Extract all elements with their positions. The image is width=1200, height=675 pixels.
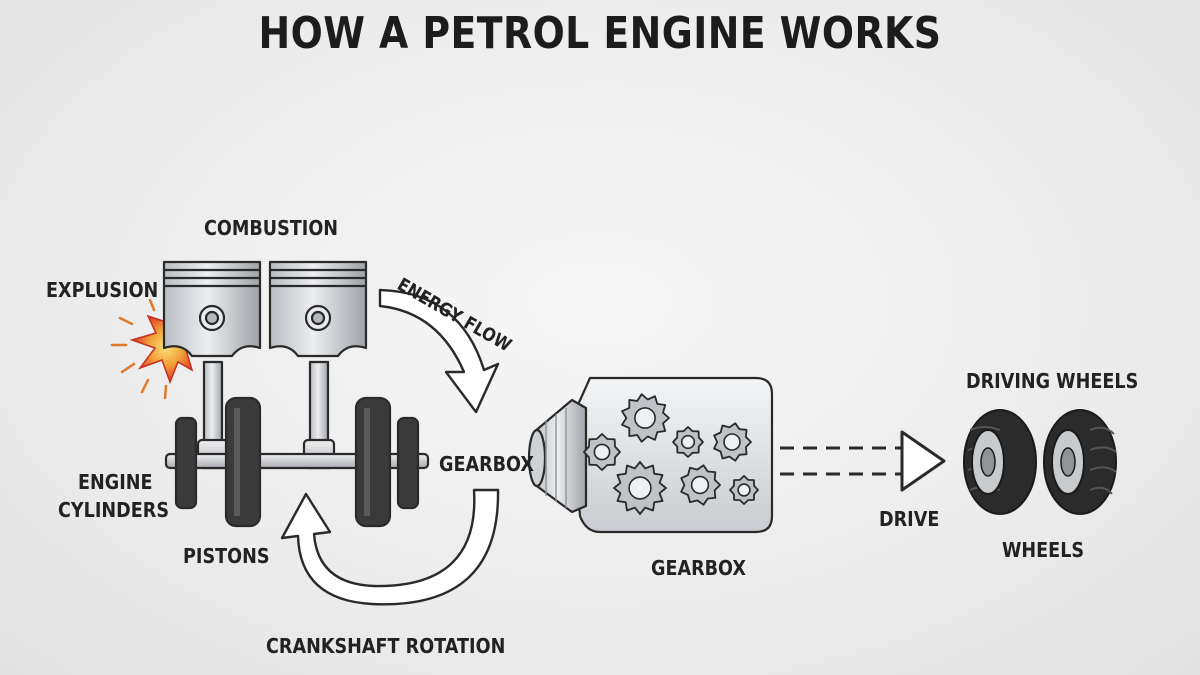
gear-hub [723, 433, 741, 451]
label-drive: DRIVE [879, 507, 940, 531]
label-crankshaft-rotation: CRANKSHAFT ROTATION [266, 634, 506, 658]
label-combustion: COMBUSTION [204, 216, 339, 240]
label-wheels: WHEELS [1002, 538, 1085, 562]
driving-wheel-left [963, 409, 1037, 515]
gear-hub [593, 443, 611, 461]
label-engine-cylinders-line1: ENGINE [78, 470, 153, 494]
crankshaft [164, 396, 430, 528]
label-explosion: EXPLUSION [46, 278, 159, 302]
gear-hub [634, 407, 656, 429]
driving-wheel-right [1043, 409, 1117, 515]
label-gearbox-input: GEARBOX [439, 452, 534, 476]
crankshaft-rotation-arrow [280, 488, 500, 606]
drive-arrow [780, 430, 946, 492]
label-pistons: PISTONS [183, 544, 270, 568]
label-gearbox: GEARBOX [651, 556, 746, 580]
piston-right [268, 260, 368, 470]
energy-flow-arrow [378, 288, 500, 414]
gear-hub [628, 476, 652, 500]
gear-hub [737, 483, 751, 497]
piston-left [162, 260, 262, 470]
label-engine-cylinders-line2: CYLINDERS [58, 498, 170, 522]
gear-hub [690, 475, 710, 495]
label-driving-wheels: DRIVING WHEELS [966, 369, 1139, 393]
gear-hub [680, 434, 696, 450]
page-title: HOW A PETROL ENGINE WORKS [258, 8, 942, 59]
gearbox-gears [583, 393, 759, 515]
